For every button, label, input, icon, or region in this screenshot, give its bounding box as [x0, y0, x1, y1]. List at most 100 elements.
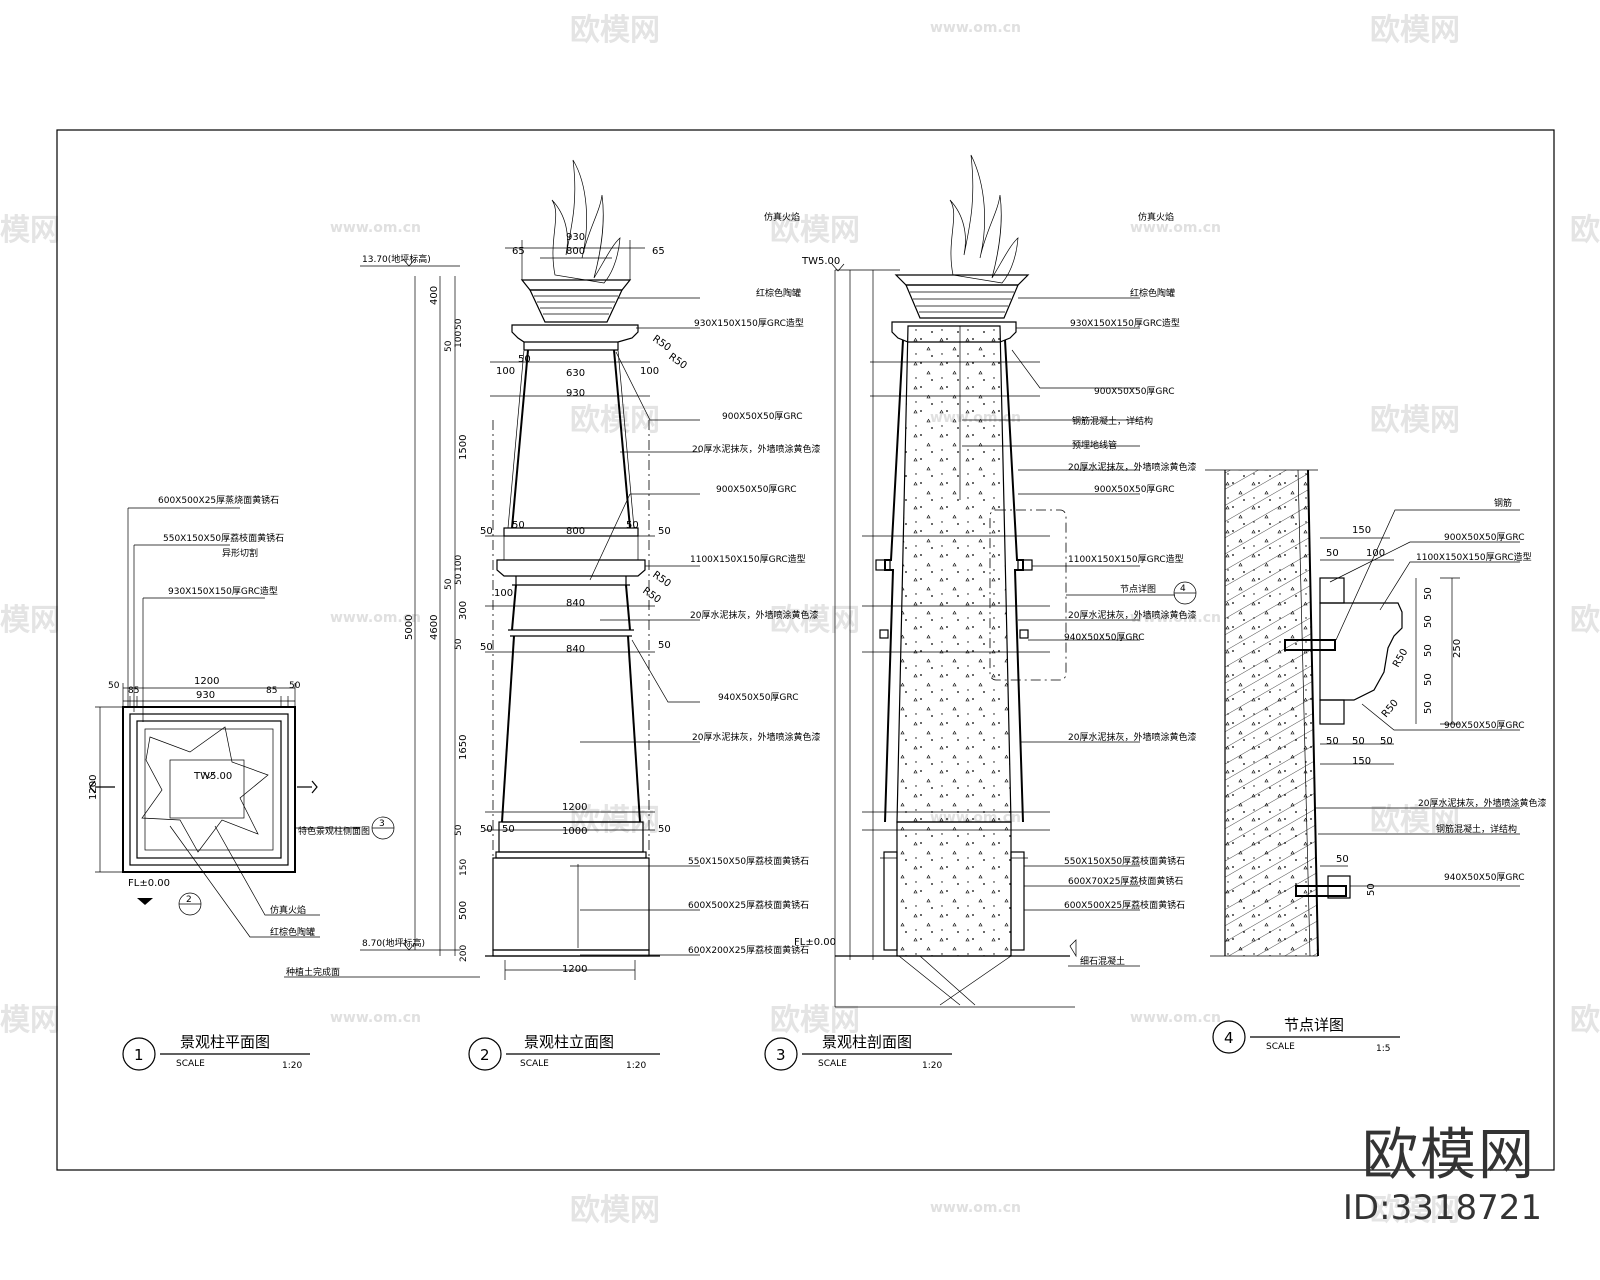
- elevation-text: 65 930 800 65 13.70(地坪标高) 8.70(地坪标高) 种植土…: [286, 211, 820, 978]
- elev-total-4600: 4600: [429, 615, 440, 640]
- sect-label-12: 20厚水泥抹灰，外墙喷涂黄色漆: [1068, 731, 1196, 743]
- elev-v-50e: 50: [454, 638, 464, 650]
- elev-v-500: 500: [458, 901, 469, 920]
- title-3-num: 3: [776, 1046, 786, 1064]
- elev-label-2: 930X150X150厚GRC造型: [694, 317, 804, 329]
- watermark-brand-tile: 欧模网: [770, 1003, 860, 1038]
- elev-w-800: 800: [566, 526, 585, 537]
- elev-v-50d: 50: [444, 578, 454, 590]
- watermark-brand-tile: 欧模网: [1370, 1193, 1460, 1228]
- watermark-brand-tile: 欧模网: [1370, 13, 1460, 48]
- detail-dim-50e: 50: [1423, 673, 1434, 686]
- section-fl-level: FL±0.00: [794, 937, 836, 948]
- plan-dim-85a: 85: [128, 686, 139, 696]
- sect-label-5: 预埋地线管: [1072, 439, 1117, 451]
- watermark-id: ID:3318721: [1342, 1188, 1542, 1228]
- sect-label-0: 仿真火焰: [1138, 211, 1174, 223]
- watermark-url-tile: www.om.cn: [330, 610, 421, 626]
- elev-w-1200b: 1200: [562, 964, 587, 975]
- plan-label-1: 550X150X50厚荔枝面黄锈石: [163, 532, 284, 544]
- sect-label-10: 20厚水泥抹灰，外墙喷涂黄色漆: [1068, 609, 1196, 621]
- plan-ref-b: 2: [186, 895, 192, 905]
- watermark-brand: 欧模网: [1362, 1123, 1536, 1188]
- elev-level-bottom: 8.70(地坪标高): [362, 937, 425, 949]
- title-block-3: 3 景观柱剖面图 SCALE 1:20: [764, 1033, 952, 1071]
- elev-w-100b: 100: [640, 366, 659, 377]
- plan-label-4: 特色景观柱侧面图: [298, 825, 370, 837]
- watermark-brand-tile: 欧模网: [1570, 603, 1600, 638]
- sect-label-11: 940X50X50厚GRC: [1064, 632, 1144, 643]
- watermark-url-tile: www.om.cn: [930, 1200, 1021, 1216]
- watermark-brand-tile: 欧模网: [1370, 403, 1460, 438]
- watermark-brand-tile: 欧模网: [570, 803, 660, 838]
- elev-w-840a: 840: [566, 598, 585, 609]
- elev-level-top: 13.70(地坪标高): [362, 253, 431, 265]
- detail-text: 150 50 100 50 50 50 50 50 250 R50 R50 50…: [1326, 497, 1546, 896]
- detail-dim-50i: 50: [1380, 736, 1393, 747]
- watermark-brand-tile: 欧模网: [0, 213, 60, 248]
- watermark-brand-tile: 欧模网: [570, 13, 660, 48]
- detail-label-4: 20厚水泥抹灰，外墙喷涂黄色漆: [1418, 797, 1546, 809]
- plan-dim-1200-v: 1200: [88, 775, 99, 800]
- elev-w-1000: 1000: [562, 826, 587, 837]
- detail-label-0: 钢筋: [1494, 497, 1512, 509]
- watermark-brand-tile: 欧模网: [0, 603, 60, 638]
- elev-label-0: 仿真火焰: [764, 211, 800, 223]
- section-text: TW5.00 FL±0.00 4 仿真火焰 红棕色陶罐 930X150X150厚…: [794, 211, 1196, 967]
- plan-dim-930: 930: [196, 690, 215, 701]
- elev-v-100a: 100: [454, 331, 464, 348]
- elev-r50d: R50: [640, 585, 662, 605]
- sect-label-9: 节点详图: [1120, 583, 1156, 595]
- title-block-2: 2 景观柱立面图 SCALE 1:20: [468, 1033, 660, 1071]
- section-ref: 4: [1180, 584, 1186, 594]
- elev-total-5000: 5000: [404, 615, 415, 640]
- title-block-4: 4 节点详图 SCALE 1:5: [1212, 1016, 1400, 1054]
- elev-w-50e: 50: [658, 526, 671, 537]
- plan-label-6: 红棕色陶罐: [270, 926, 315, 938]
- elev-v-150: 150: [459, 859, 469, 876]
- title-4-num: 4: [1224, 1029, 1234, 1047]
- watermark-url-tile: www.om.cn: [330, 220, 421, 236]
- plan-dim-1200: 1200: [194, 676, 219, 687]
- elev-v-400: 400: [429, 286, 440, 305]
- elev-v-200: 200: [459, 945, 469, 962]
- watermark-brand-tile: 欧模网: [570, 403, 660, 438]
- elev-v-50a: 50: [454, 318, 464, 330]
- detail-dim-150b: 150: [1352, 756, 1371, 767]
- plan-tw-level: TW5.00: [193, 771, 232, 782]
- sheet-frame: [56, 129, 1555, 1171]
- elev-v-50b: 50: [444, 340, 454, 352]
- title-4-text: 节点详图: [1284, 1016, 1344, 1034]
- elev-w-930: 930: [566, 388, 585, 399]
- elev-w-50i: 50: [502, 824, 515, 835]
- detail-label-2: 1100X150X150厚GRC造型: [1416, 551, 1532, 563]
- sect-label-8: 1100X150X150厚GRC造型: [1068, 553, 1184, 565]
- title-3-text: 景观柱剖面图: [822, 1033, 912, 1051]
- elev-level-ground: 种植土完成面: [286, 966, 340, 978]
- detail-dim-50f: 50: [1423, 701, 1434, 714]
- watermark-brand-tile: 欧模网: [1570, 1003, 1600, 1038]
- detail-dim-50c: 50: [1423, 615, 1434, 628]
- title-3-scale: 1:20: [922, 1061, 942, 1071]
- elev-label-8: 940X50X50厚GRC: [718, 692, 798, 703]
- detail-dim-100: 100: [1366, 548, 1385, 559]
- elev-dim-930: 930: [566, 232, 585, 243]
- elev-dim-65a: 65: [512, 246, 525, 257]
- sect-label-2: 930X150X150厚GRC造型: [1070, 317, 1180, 329]
- title-2-scale-label: SCALE: [520, 1059, 549, 1069]
- sect-label-13: 550X150X50厚荔枝面黄锈石: [1064, 855, 1185, 867]
- detail-r50b: R50: [1380, 698, 1401, 720]
- watermark-url-tile: www.om.cn: [1130, 220, 1221, 236]
- detail-dim-50b: 50: [1423, 587, 1434, 600]
- elev-r50a: R50: [650, 333, 672, 353]
- elev-v-1650: 1650: [458, 735, 469, 760]
- elev-label-9: 20厚水泥抹灰，外墙喷涂黄色漆: [692, 731, 820, 743]
- detail-view: [1205, 469, 1520, 957]
- plan-dim-50b: 50: [289, 681, 301, 691]
- sect-label-3: 900X50X50厚GRC: [1094, 386, 1174, 397]
- detail-label-6: 940X50X50厚GRC: [1444, 872, 1524, 883]
- watermark-url-tile: www.om.cn: [1130, 1010, 1221, 1026]
- detail-label-5: 钢筋混凝土，详结构: [1436, 823, 1517, 835]
- watermark-url-tile: www.om.cn: [1130, 610, 1221, 626]
- title-2-num: 2: [480, 1046, 490, 1064]
